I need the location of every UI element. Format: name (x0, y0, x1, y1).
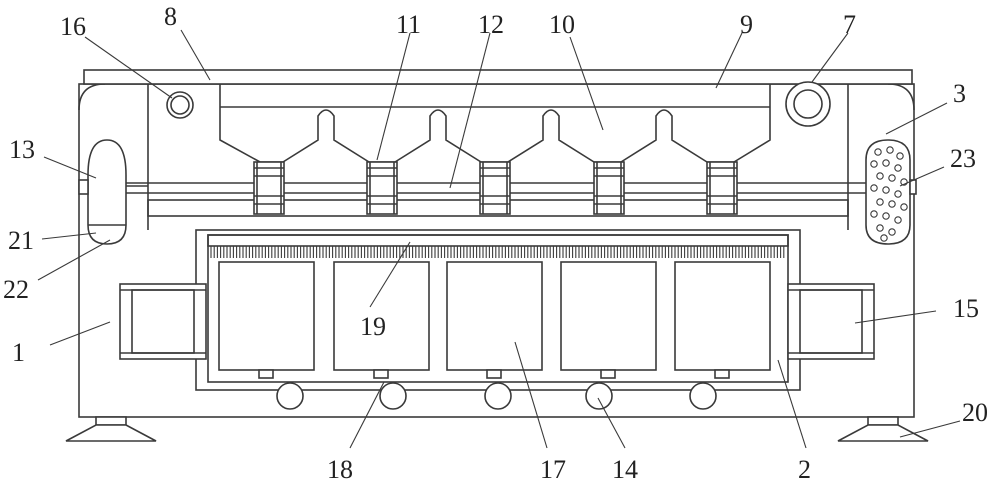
container-group (218, 261, 771, 379)
pipe-port (166, 91, 194, 119)
label-15: 15 (953, 294, 979, 323)
filter-hole (894, 190, 902, 198)
main-body (78, 83, 915, 418)
right-filter-housing (865, 139, 917, 245)
label-23: 23 (950, 144, 976, 173)
filter-hole (870, 160, 878, 168)
wheel (276, 382, 304, 410)
label-10: 10 (549, 10, 575, 39)
label-21: 21 (8, 226, 34, 255)
label-2: 2 (798, 455, 811, 484)
label-18: 18 (327, 455, 353, 484)
container (560, 261, 657, 379)
container (218, 261, 315, 379)
filter-hole (876, 172, 884, 180)
filter-hole (886, 146, 894, 154)
nozzle (253, 161, 285, 215)
wheel (585, 382, 613, 410)
label-16: 16 (60, 12, 86, 41)
container (446, 261, 543, 379)
label-1: 1 (12, 338, 25, 367)
container (333, 261, 430, 379)
label-17: 17 (540, 455, 566, 484)
filter-hole (870, 184, 878, 192)
wheel (379, 382, 407, 410)
filter-hole (896, 152, 904, 160)
nozzle (593, 161, 625, 215)
label-22: 22 (3, 275, 29, 304)
label-14: 14 (612, 455, 638, 484)
filter-hole (894, 164, 902, 172)
nozzle-group (253, 161, 738, 215)
part-labels: 16 8 11 12 10 9 7 3 13 23 21 22 19 1 15 … (3, 2, 988, 484)
left-motor-housing (78, 139, 148, 245)
filter-hole (882, 159, 890, 167)
filter-holes (870, 146, 908, 242)
filter-hole (882, 186, 890, 194)
label-11: 11 (396, 10, 421, 39)
container (674, 261, 771, 379)
filter-hole (888, 228, 896, 236)
label-3: 3 (953, 79, 966, 108)
nozzle (479, 161, 511, 215)
filter-hole (900, 203, 908, 211)
nozzle (706, 161, 738, 215)
fan (785, 81, 831, 127)
right-foot (837, 416, 929, 442)
leader-lines (37, 29, 961, 449)
label-7: 7 (843, 10, 856, 39)
left-foot (65, 416, 157, 442)
left-side-box (119, 283, 207, 360)
label-9: 9 (740, 10, 753, 39)
filter-hole (876, 224, 884, 232)
brush-comb (210, 246, 785, 258)
label-20: 20 (962, 398, 988, 427)
filter-hole (876, 198, 884, 206)
label-13: 13 (9, 135, 35, 164)
wheel-group (276, 382, 717, 410)
label-8: 8 (164, 2, 177, 31)
label-12: 12 (478, 10, 504, 39)
wheel (484, 382, 512, 410)
top-plate (83, 69, 913, 108)
filter-hole (888, 200, 896, 208)
filter-hole (874, 148, 882, 156)
label-19: 19 (360, 312, 386, 341)
wheel (689, 382, 717, 410)
filter-hole (888, 174, 896, 182)
filter-hole (894, 216, 902, 224)
filter-hole (870, 210, 878, 218)
filter-hole (880, 234, 888, 242)
filter-hole (900, 178, 908, 186)
filter-hole (882, 212, 890, 220)
right-side-box (787, 283, 875, 360)
nozzle (366, 161, 398, 215)
